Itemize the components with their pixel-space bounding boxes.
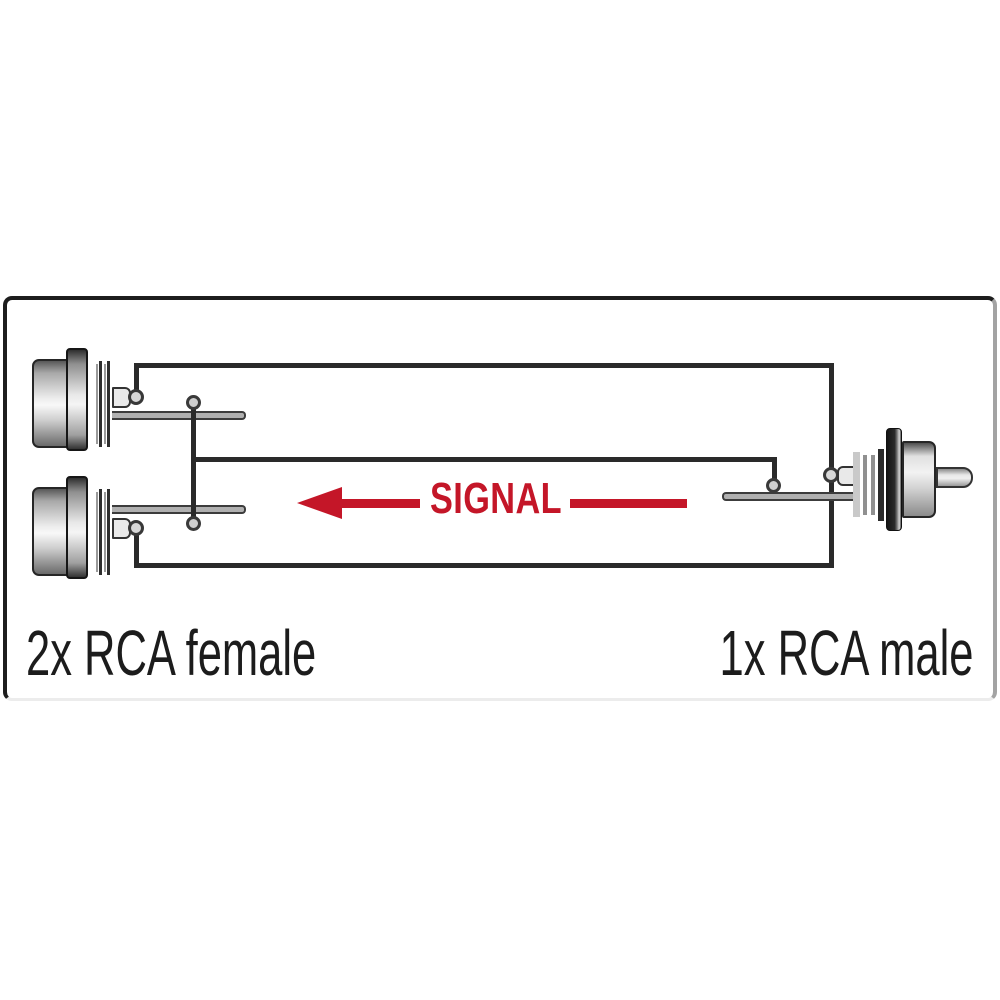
wire-signal-drop-male <box>772 457 777 484</box>
wire-ground-top <box>134 363 834 368</box>
pin-bar-male <box>722 492 855 501</box>
rca-male-thread <box>871 455 875 515</box>
rca-male-flange <box>886 428 902 531</box>
rca-female-bottom-thread <box>107 489 110 575</box>
rca-female-top-thread <box>107 361 110 447</box>
rca-female-top-flange <box>66 348 88 451</box>
rca-female-top-body <box>32 359 68 448</box>
rca-male-thread <box>863 455 867 515</box>
signal-arrow-shaft <box>338 499 420 508</box>
junction-dot-male <box>766 478 781 493</box>
caption-rca-female: 2x RCA female <box>26 617 317 689</box>
rca-female-bottom-thread <box>96 492 98 572</box>
wire-signal-middle <box>191 457 777 462</box>
junction-dot-bottom <box>186 516 201 531</box>
wire-signal-link-females <box>191 400 196 525</box>
pin-bar-female-bottom <box>112 505 246 514</box>
rca-female-top-thread <box>96 364 98 444</box>
rca-male-thread <box>853 452 860 517</box>
rca-male-thread <box>878 449 884 521</box>
rca-female-top-thread <box>104 364 106 444</box>
rca-female-top-thread <box>99 361 102 447</box>
signal-arrow-dash <box>570 499 687 508</box>
pin-bar-female-top <box>112 411 246 420</box>
rca-female-bottom-terminal <box>128 520 144 536</box>
wire-ground-bottom <box>134 563 834 568</box>
wire-ground-drop-bottom-female <box>134 532 139 566</box>
rca-male-pin <box>936 467 973 488</box>
wire-ground-right <box>829 363 834 568</box>
rca-female-bottom-body <box>32 487 68 576</box>
rca-female-bottom-thread <box>99 489 102 575</box>
rca-female-bottom-thread <box>104 492 106 572</box>
wire-ground-drop-top-female <box>134 366 139 399</box>
junction-dot-top <box>186 395 201 410</box>
rca-male-body <box>902 441 936 518</box>
rca-female-top-terminal <box>128 389 144 405</box>
caption-rca-male: 1x RCA male <box>719 617 973 689</box>
signal-arrow-head <box>297 487 342 519</box>
signal-label: SIGNAL <box>430 474 563 523</box>
rca-female-bottom-flange <box>66 476 88 579</box>
